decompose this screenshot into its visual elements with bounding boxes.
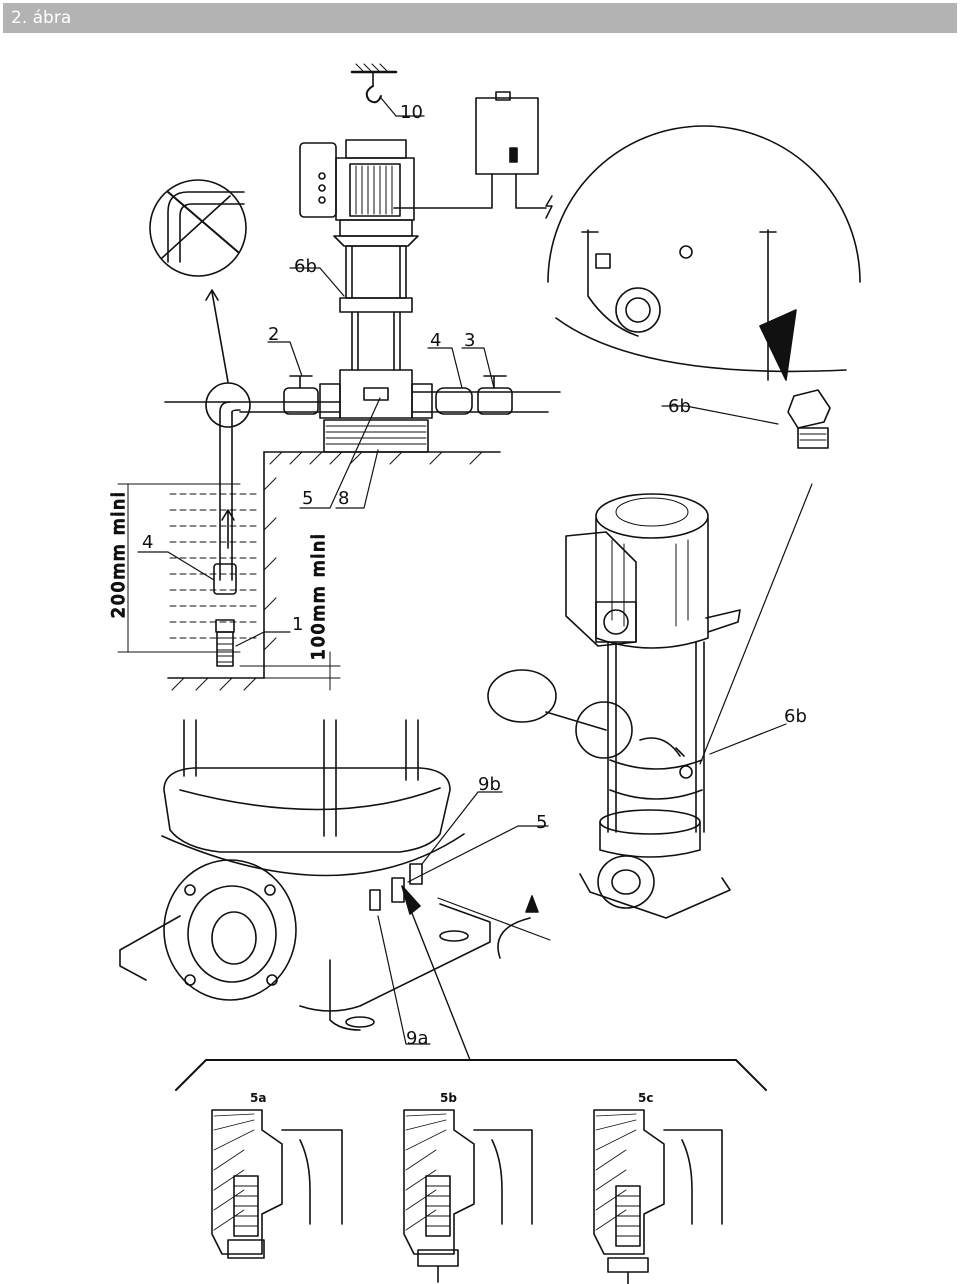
figure-title-bar: 2. ábra: [3, 3, 957, 33]
dimension-200mm-label: 200mm mini: [109, 490, 129, 618]
detail-bracket: [175, 1059, 767, 1091]
callout-10: 10: [400, 102, 423, 123]
callout-6b-right: 6b: [784, 706, 807, 727]
detail-label-5b: 5b: [440, 1091, 457, 1105]
callout-4-top: 4: [430, 330, 441, 351]
dimension-100mm-label: 100mm mini: [309, 532, 329, 660]
figure-title: 2. ábra: [11, 8, 72, 28]
callout-3: 3: [464, 330, 475, 351]
flow-arrow-icon: [221, 509, 235, 549]
callout-1: 1: [292, 614, 303, 635]
pump-motor-top: [299, 139, 419, 247]
rotation-arrow-icon: [437, 895, 551, 959]
callout-leaders-top: [137, 267, 779, 647]
callout-9a: 9a: [406, 1028, 428, 1049]
callout-leader-6b-right: [709, 723, 787, 755]
callout-8: 8: [338, 488, 349, 509]
detail-label-5a: 5a: [250, 1091, 266, 1105]
callout-5-bottom: 5: [536, 812, 547, 833]
callout-9b: 9b: [478, 774, 501, 795]
callout-6b-top: 6b: [294, 256, 317, 277]
dimension-lines: [117, 483, 341, 691]
detail-arrow: [205, 289, 229, 383]
callout-5-top: 5: [302, 488, 313, 509]
well-ground: [167, 451, 501, 691]
detail-pointer-head: [401, 885, 421, 915]
callout-6b-detail: 6b: [668, 396, 691, 417]
pump-column-top: [323, 245, 429, 453]
electric-supply-icon: [545, 195, 553, 219]
detail-5a: [211, 1109, 343, 1259]
callout-2: 2: [268, 324, 279, 345]
detail-5c: [593, 1109, 723, 1284]
detail-5b: [403, 1109, 533, 1283]
vent-plug-screw: [787, 389, 831, 449]
ceiling-hook-icon: [350, 63, 398, 104]
detail-leader-right: [699, 483, 813, 765]
suction-delivery-pipe: [164, 375, 561, 419]
callout-4-well: 4: [142, 532, 153, 553]
no-sharp-bend-icon: [149, 179, 247, 277]
callout-leaders-bottom: [377, 791, 549, 1045]
pump-base-detail: [119, 719, 491, 1031]
suction-pipe-vertical: [205, 382, 251, 667]
pump-perspective-right: [487, 493, 741, 919]
detail-view-vent-plug: [547, 125, 861, 381]
detail-label-5c: 5c: [638, 1091, 653, 1105]
detail-pointer: [405, 897, 471, 1061]
control-box: [393, 91, 547, 209]
